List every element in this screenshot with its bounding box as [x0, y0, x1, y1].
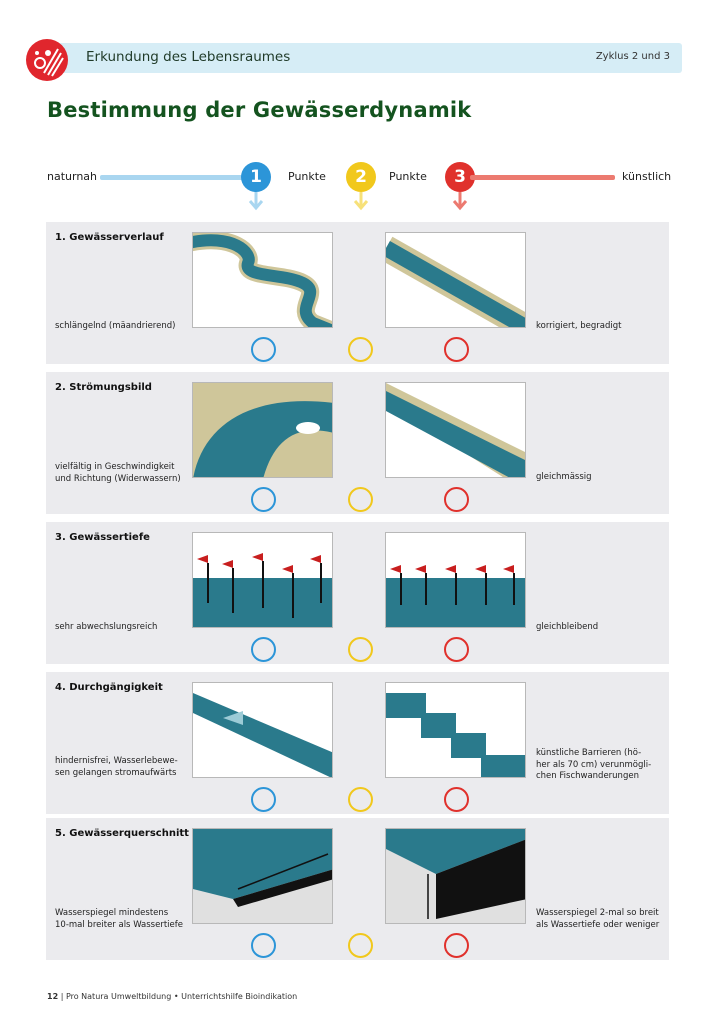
row-right-description: Wasserspiegel 2-mal so breit als Wassert…: [536, 908, 660, 930]
arrow-down-blue-icon: [249, 192, 263, 211]
criterion-row-depth: 3. Gewässertiefe sehr abwechslungsreich …: [46, 522, 669, 664]
variable-depth-illustration: [192, 532, 333, 628]
uniform-flow-illustration: [385, 382, 526, 478]
row-left-description: hindernisfrei, Wasserlebewe- sen gelange…: [55, 756, 178, 778]
points-label-1: Punkte: [288, 170, 326, 183]
scale-left-label: naturnah: [47, 170, 98, 183]
row-right-description: gleichbleibend: [536, 622, 599, 632]
row-title: 3. Gewässertiefe: [55, 532, 150, 543]
row-right-description: künstliche Barrieren (hö- her als 70 cm)…: [536, 748, 652, 781]
header-cycle: Zyklus 2 und 3: [595, 51, 670, 62]
footer: 12 | Pro Natura Umweltbildung • Unterric…: [47, 992, 297, 1001]
criterion-row-course: 1. Gewässerverlauf schlängelnd (mäandrie…: [46, 222, 669, 364]
pro-natura-logo: [26, 39, 68, 81]
level-1-badge: 1: [241, 162, 271, 192]
row-left-description: schlängelnd (mäandrierend): [55, 321, 176, 331]
narrow-deep-section-illustration: [385, 828, 526, 924]
score-2-circle[interactable]: [348, 487, 373, 512]
score-3-circle[interactable]: [444, 487, 469, 512]
row-title: 5. Gewässerquerschnitt: [55, 828, 189, 839]
points-label-2: Punkte: [389, 170, 427, 183]
score-2-circle[interactable]: [348, 637, 373, 662]
score-1-circle[interactable]: [251, 487, 276, 512]
row-left-description: vielfältig in Geschwindigkeit und Richtu…: [55, 462, 181, 484]
score-1-circle[interactable]: [251, 933, 276, 958]
wide-shallow-section-illustration: [192, 828, 333, 924]
footer-text: Pro Natura Umweltbildung • Unterrichtshi…: [65, 992, 298, 1001]
page-number: 12: [47, 992, 59, 1001]
row-title: 4. Durchgängigkeit: [55, 682, 163, 693]
score-3-circle[interactable]: [444, 933, 469, 958]
row-left-description: sehr abwechslungsreich: [55, 622, 158, 632]
scale-right-label: künstlich: [622, 170, 672, 183]
rating-scale: naturnah 1 Punkte 2 Punkte 3 künstlich: [0, 158, 720, 218]
score-3-circle[interactable]: [444, 337, 469, 362]
score-1-circle[interactable]: [251, 787, 276, 812]
straightened-river-illustration: [385, 232, 526, 328]
meandering-river-illustration: [192, 232, 333, 328]
arrow-down-yellow-icon: [354, 192, 368, 211]
score-1-circle[interactable]: [251, 337, 276, 362]
scale-line-artificial: [470, 175, 615, 180]
unobstructed-river-illustration: [192, 682, 333, 778]
uniform-depth-illustration: [385, 532, 526, 628]
criterion-row-continuity: 4. Durchgängigkeit hindernisfrei, Wasser…: [46, 672, 669, 814]
arrow-down-red-icon: [453, 192, 467, 211]
score-3-circle[interactable]: [444, 787, 469, 812]
header-title: Erkundung des Lebensraumes: [86, 49, 291, 65]
varied-flow-illustration: [192, 382, 333, 478]
level-2-badge: 2: [346, 162, 376, 192]
footer-separator: |: [60, 992, 64, 1001]
score-3-circle[interactable]: [444, 637, 469, 662]
row-left-description: Wasserspiegel mindestens 10-mal breiter …: [55, 908, 183, 930]
criterion-row-flow: 2. Strömungsbild vielfältig in Geschwind…: [46, 372, 669, 514]
header: Erkundung des Lebensraumes Zyklus 2 und …: [26, 39, 682, 81]
row-title: 1. Gewässerverlauf: [55, 232, 164, 243]
row-title: 2. Strömungsbild: [55, 382, 152, 393]
criterion-row-cross-section: 5. Gewässerquerschnitt Wasserspiegel min…: [46, 818, 669, 960]
scale-line-natural: [100, 175, 245, 180]
row-right-description: gleichmässig: [536, 472, 592, 482]
score-1-circle[interactable]: [251, 637, 276, 662]
row-right-description: korrigiert, begradigt: [536, 321, 622, 331]
barrier-river-illustration: [385, 682, 526, 778]
page-title: Bestimmung der Gewässerdynamik: [47, 98, 472, 122]
score-2-circle[interactable]: [348, 787, 373, 812]
score-2-circle[interactable]: [348, 337, 373, 362]
score-2-circle[interactable]: [348, 933, 373, 958]
header-band: [48, 43, 682, 73]
